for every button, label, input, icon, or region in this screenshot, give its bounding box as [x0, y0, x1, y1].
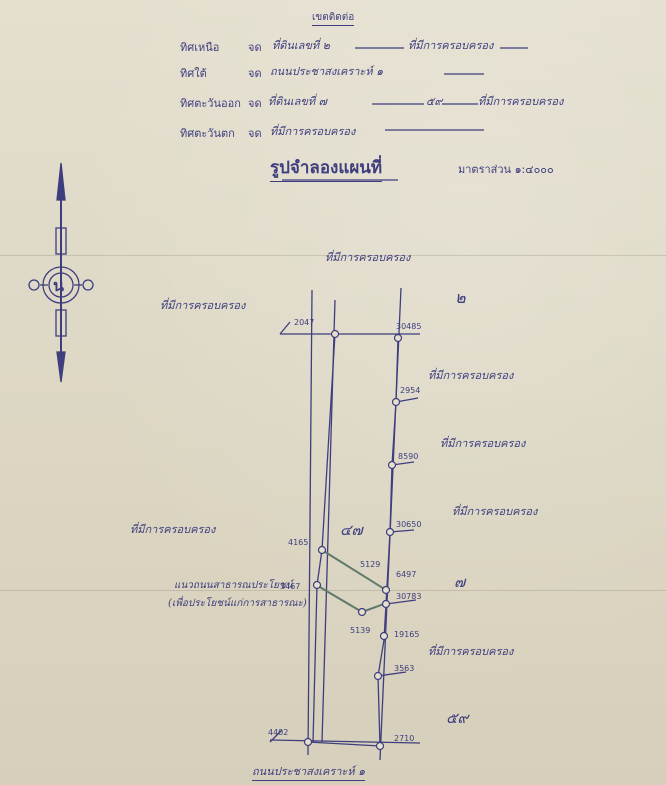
- east-value-b: ๕๙: [426, 95, 443, 108]
- parcel-2-label: ๒: [455, 288, 466, 307]
- west-value: ที่มีการครอบครอง: [270, 125, 356, 138]
- north-to: จด: [248, 41, 262, 54]
- point-30485: 30485: [396, 322, 422, 331]
- point-30783: 30783: [396, 592, 422, 601]
- road-bottom-label: ถนนประชาสงเคราะห์ ๑: [252, 762, 366, 781]
- point-30650: 30650: [396, 520, 422, 529]
- point-3467: 3467: [280, 582, 301, 591]
- boundary-title: เขตติดต่อ: [312, 10, 355, 26]
- label-occupied-top: ที่มีการครอบครอง: [325, 251, 411, 264]
- east-label: ทิศตะวันออก: [180, 97, 241, 110]
- point-2710: 2710: [394, 734, 415, 743]
- north-value: ที่ดินเลขที่ ๒: [272, 39, 330, 52]
- point-2954: 2954: [400, 386, 421, 395]
- west-label: ทิศตะวันตก: [180, 127, 235, 140]
- fold-line: [0, 255, 666, 256]
- label-occupied-right-3: ที่มีการครอบครอง: [452, 505, 538, 518]
- parcel-59-label: ๕๙: [446, 709, 469, 727]
- point-19165: 19165: [394, 630, 420, 639]
- label-occupied-left-2: ที่มีการครอบครอง: [130, 523, 216, 536]
- point-6497: 6497: [396, 570, 417, 579]
- south-label: ทิศใต้: [180, 67, 207, 80]
- road-note-2: (เพื่อประโยชน์แก่การสาธารณะ): [168, 598, 307, 609]
- parcel-7-label: ๗: [454, 573, 466, 591]
- north-label: ทิศเหนือ: [180, 41, 220, 54]
- point-5129: 5129: [360, 560, 381, 569]
- map-scale: มาตราส่วน ๑:๔๐๐๐: [458, 163, 554, 176]
- west-to: จด: [248, 127, 262, 140]
- south-value: ถนนประชาสงเคราะห์ ๑: [270, 65, 384, 78]
- label-occupied-right-1: ที่มีการครอบครอง: [428, 369, 514, 382]
- label-occupied-right-4: ที่มีการครอบครอง: [428, 645, 514, 658]
- point-4402: 4402: [268, 728, 289, 737]
- map-title: รูปจำลองแผนที่: [270, 154, 383, 182]
- point-8590: 8590: [398, 452, 419, 461]
- compass-north-letter: น: [53, 276, 64, 295]
- label-occupied-right-2: ที่มีการครอบครอง: [440, 437, 526, 450]
- point-4165: 4165: [288, 538, 309, 547]
- north-value-2: ที่มีการครอบครอง: [408, 39, 494, 52]
- east-value-2: ที่มีการครอบครอง: [478, 95, 564, 108]
- south-to: จด: [248, 67, 262, 80]
- east-to: จด: [248, 97, 262, 110]
- point-3563: 3563: [394, 664, 415, 673]
- road-note-1: แนวถนนสาธารณประโยชน์: [174, 580, 293, 591]
- point-5139: 5139: [350, 626, 371, 635]
- label-occupied-left: ที่มีการครอบครอง: [160, 299, 246, 312]
- parcel-47-label: ๔๗: [340, 521, 363, 539]
- point-2047: 2047: [294, 318, 315, 327]
- east-value: ที่ดินเลขที่ ๗: [268, 95, 327, 108]
- fold-line: [0, 590, 666, 591]
